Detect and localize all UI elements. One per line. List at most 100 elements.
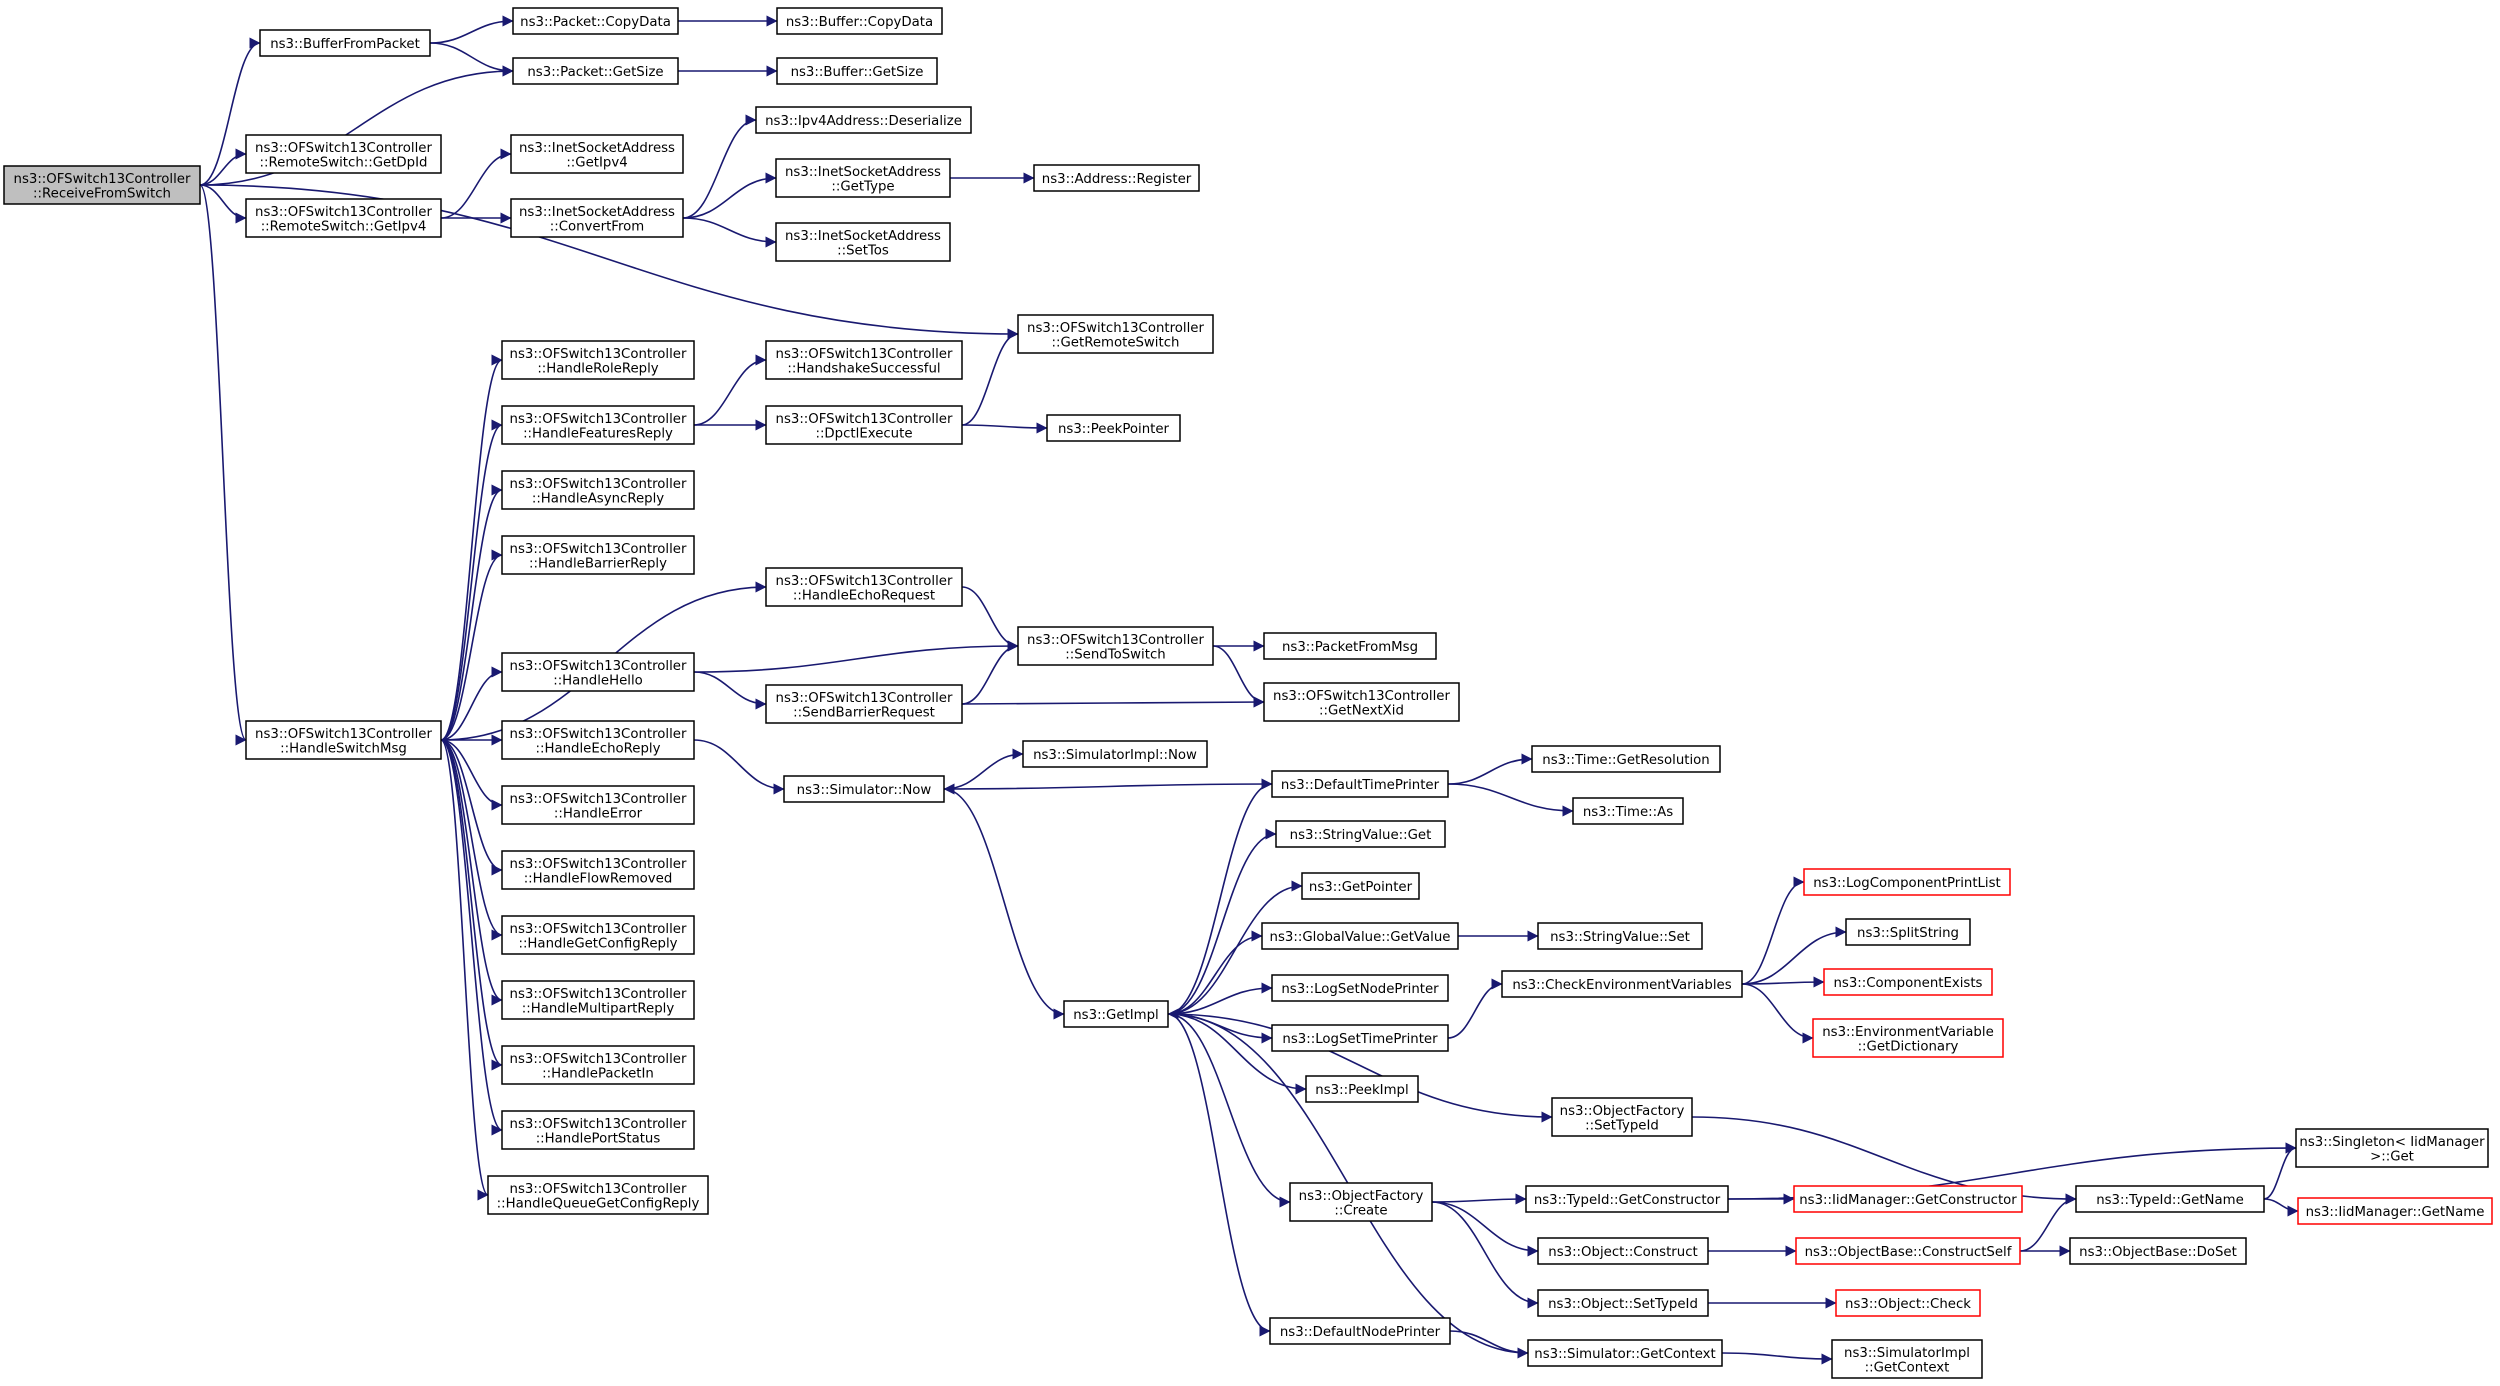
node-box[interactable] — [501, 652, 695, 692]
node-objectFactoryCreate[interactable]: ns3::ObjectFactory::Create — [1289, 1182, 1433, 1222]
node-box[interactable] — [1289, 1182, 1433, 1222]
node-box[interactable] — [1795, 1237, 2021, 1265]
node-isaGetIpv4[interactable]: ns3::InetSocketAddress::GetIpv4 — [510, 134, 684, 174]
node-logComponentPrintList[interactable]: ns3::LogComponentPrintList — [1803, 868, 2011, 896]
node-box[interactable] — [1263, 682, 1460, 722]
node-stringValueSet[interactable]: ns3::StringValue::Set — [1537, 922, 1703, 950]
node-isaSetTos[interactable]: ns3::InetSocketAddress::SetTos — [775, 222, 951, 262]
node-handleRoleReply[interactable]: ns3::OFSwitch13Controller::HandleRoleRep… — [501, 340, 695, 380]
node-box[interactable] — [1835, 1289, 1981, 1317]
node-box[interactable] — [755, 106, 972, 134]
node-getPointer[interactable]: ns3::GetPointer — [1301, 872, 1420, 900]
node-getImpl[interactable]: ns3::GetImpl — [1063, 1000, 1169, 1028]
node-box[interactable] — [245, 198, 442, 238]
node-box[interactable] — [1501, 970, 1743, 998]
node-box[interactable] — [1046, 414, 1181, 442]
node-box[interactable] — [775, 158, 951, 198]
node-box[interactable] — [501, 850, 695, 890]
node-box[interactable] — [1537, 1289, 1709, 1317]
node-checkEnvironmentVariables[interactable]: ns3::CheckEnvironmentVariables — [1501, 970, 1743, 998]
node-box[interactable] — [1017, 626, 1214, 666]
node-stringValueGet[interactable]: ns3::StringValue::Get — [1275, 820, 1446, 848]
node-handlePortStatus[interactable]: ns3::OFSwitch13Controller::HandlePortSta… — [501, 1110, 695, 1150]
node-singletonGet[interactable]: ns3::Singleton< IidManager>::Get — [2295, 1128, 2489, 1168]
node-rsGetDpId[interactable]: ns3::OFSwitch13Controller::RemoteSwitch:… — [245, 134, 442, 174]
node-box[interactable] — [1305, 1075, 1419, 1103]
node-box[interactable] — [1803, 868, 2011, 896]
node-handleEchoReply[interactable]: ns3::OFSwitch13Controller::HandleEchoRep… — [501, 720, 695, 760]
node-simulatorGetContext[interactable]: ns3::Simulator::GetContext — [1527, 1339, 1723, 1367]
node-rsGetIpv4[interactable]: ns3::OFSwitch13Controller::RemoteSwitch:… — [245, 198, 442, 238]
node-getNextXid[interactable]: ns3::OFSwitch13Controller::GetNextXid — [1263, 682, 1460, 722]
node-box[interactable] — [501, 535, 695, 575]
node-handlePacketIn[interactable]: ns3::OFSwitch13Controller::HandlePacketI… — [501, 1045, 695, 1085]
node-dpctlExecute[interactable]: ns3::OFSwitch13Controller::DpctlExecute — [765, 405, 963, 445]
node-box[interactable] — [1301, 872, 1420, 900]
node-handshakeSuccessful[interactable]: ns3::OFSwitch13Controller::HandshakeSucc… — [765, 340, 963, 380]
node-handleAsyncReply[interactable]: ns3::OFSwitch13Controller::HandleAsyncRe… — [501, 470, 695, 510]
node-handleSwitchMsg[interactable]: ns3::OFSwitch13Controller::HandleSwitchM… — [245, 720, 442, 760]
node-box[interactable] — [501, 915, 695, 955]
node-handleFlowRemoved[interactable]: ns3::OFSwitch13Controller::HandleFlowRem… — [501, 850, 695, 890]
node-iidManagerGetName[interactable]: ns3::IidManager::GetName — [2297, 1197, 2493, 1225]
node-logSetTimePrinter[interactable]: ns3::LogSetTimePrinter — [1271, 1024, 1449, 1052]
node-objectConstruct[interactable]: ns3::Object::Construct — [1537, 1237, 1709, 1265]
node-logSetNodePrinter[interactable]: ns3::LogSetNodePrinter — [1271, 974, 1449, 1002]
node-box[interactable] — [1527, 1339, 1723, 1367]
node-root[interactable]: ns3::OFSwitch13Controller::ReceiveFromSw… — [3, 165, 201, 205]
node-box[interactable] — [512, 7, 679, 35]
node-box[interactable] — [1063, 1000, 1169, 1028]
node-objectSetTypeId[interactable]: ns3::Object::SetTypeId — [1537, 1289, 1709, 1317]
node-box[interactable] — [1831, 1339, 1983, 1379]
node-defaultNodePrinter[interactable]: ns3::DefaultNodePrinter — [1269, 1317, 1451, 1345]
node-box[interactable] — [1271, 770, 1449, 798]
node-bufferCopyData[interactable]: ns3::Buffer::CopyData — [776, 7, 943, 35]
node-box[interactable] — [1525, 1185, 1729, 1213]
node-box[interactable] — [501, 1045, 695, 1085]
node-box[interactable] — [245, 720, 442, 760]
node-box[interactable] — [2295, 1128, 2489, 1168]
node-box[interactable] — [1269, 1317, 1451, 1345]
node-box[interactable] — [501, 405, 695, 445]
node-box[interactable] — [501, 340, 695, 380]
node-box[interactable] — [1022, 740, 1208, 768]
node-box[interactable] — [2069, 1237, 2247, 1265]
node-simulatorImplNow[interactable]: ns3::SimulatorImpl::Now — [1022, 740, 1208, 768]
node-isaGetType[interactable]: ns3::InetSocketAddress::GetType — [775, 158, 951, 198]
node-box[interactable] — [765, 340, 963, 380]
node-timeGetResolution[interactable]: ns3::Time::GetResolution — [1531, 745, 1721, 773]
node-box[interactable] — [3, 165, 201, 205]
node-typeIdGetName[interactable]: ns3::TypeId::GetName — [2075, 1185, 2265, 1213]
node-objectBaseDoSet[interactable]: ns3::ObjectBase::DoSet — [2069, 1237, 2247, 1265]
node-box[interactable] — [1793, 1185, 2023, 1213]
node-handleQueueGetConfigReply[interactable]: ns3::OFSwitch13Controller::HandleQueueGe… — [487, 1175, 709, 1215]
node-splitString[interactable]: ns3::SplitString — [1845, 918, 1971, 946]
node-addressRegister[interactable]: ns3::Address::Register — [1033, 164, 1200, 192]
node-box[interactable] — [512, 57, 679, 85]
node-isaConvertFrom[interactable]: ns3::InetSocketAddress::ConvertFrom — [510, 198, 684, 238]
node-box[interactable] — [2075, 1185, 2265, 1213]
node-typeIdGetConstructor[interactable]: ns3::TypeId::GetConstructor — [1525, 1185, 1729, 1213]
node-sendBarrierRequest[interactable]: ns3::OFSwitch13Controller::SendBarrierRe… — [765, 684, 963, 724]
node-packetFromMsg[interactable]: ns3::PacketFromMsg — [1263, 632, 1437, 660]
node-box[interactable] — [1823, 968, 1993, 996]
node-handleEchoRequest[interactable]: ns3::OFSwitch13Controller::HandleEchoReq… — [765, 567, 963, 607]
node-packetGetSize[interactable]: ns3::Packet::GetSize — [512, 57, 679, 85]
node-box[interactable] — [765, 405, 963, 445]
node-box[interactable] — [245, 134, 442, 174]
node-box[interactable] — [1271, 974, 1449, 1002]
node-handleGetConfigReply[interactable]: ns3::OFSwitch13Controller::HandleGetConf… — [501, 915, 695, 955]
node-box[interactable] — [1845, 918, 1971, 946]
node-sendToSwitch[interactable]: ns3::OFSwitch13Controller::SendToSwitch — [1017, 626, 1214, 666]
node-box[interactable] — [1263, 632, 1437, 660]
node-box[interactable] — [501, 470, 695, 510]
node-box[interactable] — [1537, 922, 1703, 950]
node-box[interactable] — [501, 980, 695, 1020]
node-box[interactable] — [1531, 745, 1721, 773]
node-box[interactable] — [776, 7, 943, 35]
node-componentExists[interactable]: ns3::ComponentExists — [1823, 968, 1993, 996]
node-box[interactable] — [776, 57, 938, 85]
node-box[interactable] — [1551, 1097, 1693, 1137]
node-box[interactable] — [775, 222, 951, 262]
node-getRemoteSwitch[interactable]: ns3::OFSwitch13Controller::GetRemoteSwit… — [1017, 314, 1214, 354]
